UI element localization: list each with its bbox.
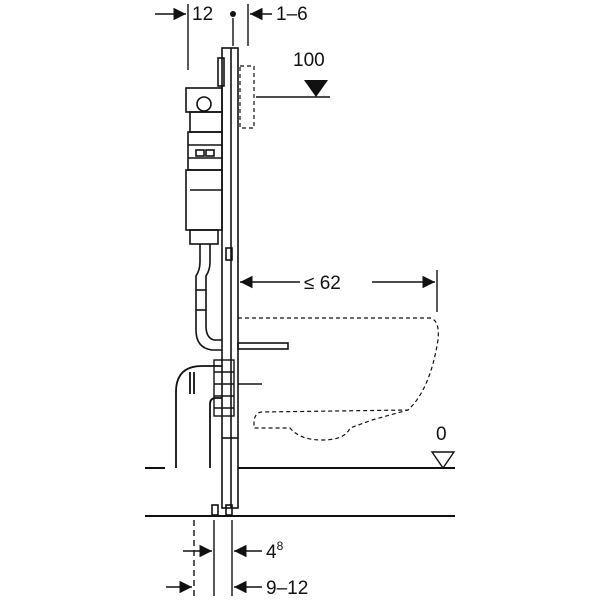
actuator-plate-outline [239,65,255,129]
dim-bottom-lower: 9–12 [266,578,308,599]
cistern [185,87,223,245]
mounting-frame [211,47,239,516]
top-dimension [155,4,272,70]
flush-pipe [195,244,222,351]
dim-bottom-upper-exp: 8 [277,539,284,553]
dim-top-right: 1–6 [276,4,308,25]
floor-lines [145,467,455,517]
drain-connection [213,359,235,417]
projection-dimension [240,270,438,312]
bottom-dimensions [166,520,262,596]
dim-bottom-upper: 48 [266,539,284,563]
wc-bowl-outline [238,317,439,441]
dim-projection-label: ≤ 62 [304,273,341,294]
floor-marker-0 [430,451,456,470]
dim-top-left: 12 [192,4,213,25]
flush-valve-icon [196,96,212,112]
dim-height-label: 100 [293,50,325,71]
mounting-studs [237,342,289,385]
height-marker-100 [256,80,330,98]
dim-floor-label: 0 [436,424,447,445]
dim-bottom-upper-base: 4 [266,542,277,563]
drain-elbow [175,365,222,468]
